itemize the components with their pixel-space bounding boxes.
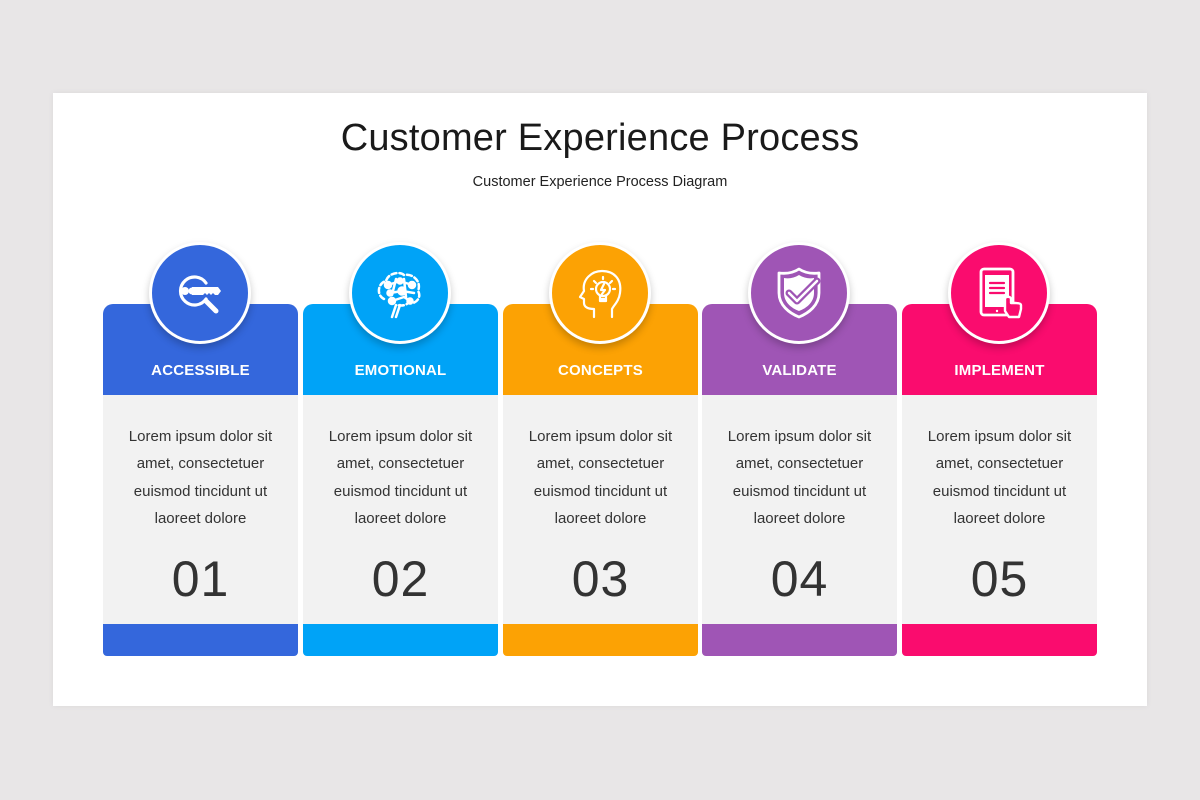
page-subtitle: Customer Experience Process Diagram [472,174,728,190]
icon-badge [748,242,850,344]
card-description: Lorem ipsum dolor sit amet, consectetuer… [927,428,1072,527]
step-number: 01 [171,551,230,607]
card-label: VALIDATE [762,362,837,379]
step-card-accessible: ACCESSIBLE Lorem ipsum dolor sit amet, c… [103,242,298,656]
key-search-icon [178,275,221,314]
step-card-emotional: EMOTIONAL Lorem ipsum dolor sit amet, co… [303,242,498,656]
card-label: IMPLEMENT [954,362,1045,379]
icon-badge [948,242,1050,344]
step-card-concepts: CONCEPTS Lorem ipsum dolor sit amet, con… [503,242,698,656]
card-footer-bar [103,624,298,656]
card-footer-bar [303,624,498,656]
card-footer-bar [902,624,1097,656]
card-body: Lorem ipsum dolor sit amet, consectetuer… [702,395,897,624]
step-number: 04 [770,551,829,607]
step-card-implement: IMPLEMENT Lorem ipsum dolor sit amet, co… [902,242,1097,656]
card-description: Lorem ipsum dolor sit amet, consectetuer… [128,428,273,527]
card-label: EMOTIONAL [354,362,447,379]
card-body: Lorem ipsum dolor sit amet, consectetuer… [902,395,1097,624]
brain-network-icon [377,271,421,319]
shield-check-icon [777,267,821,319]
page-title: Customer Experience Process [340,117,860,159]
card-label: ACCESSIBLE [151,362,250,379]
step-number: 03 [571,551,630,607]
icon-badge [549,242,651,344]
card-footer-bar [702,624,897,656]
card-body: Lorem ipsum dolor sit amet, consectetuer… [103,395,298,624]
step-card-validate: VALIDATE Lorem ipsum dolor sit amet, con… [702,242,897,656]
card-description: Lorem ipsum dolor sit amet, consectetuer… [727,428,872,527]
card-body: Lorem ipsum dolor sit amet, consectetuer… [503,395,698,624]
icon-badge [349,242,451,344]
tablet-touch-icon [979,267,1023,319]
card-label: CONCEPTS [558,362,643,379]
card-description: Lorem ipsum dolor sit amet, consectetuer… [528,428,673,527]
step-number: 05 [970,551,1029,607]
slide: Customer Experience Process Customer Exp… [53,93,1147,706]
icon-badge [149,242,251,344]
card-footer-bar [503,624,698,656]
head-lightbulb-icon [578,269,622,319]
card-header: EMOTIONAL [303,304,498,395]
step-number: 02 [371,551,430,607]
card-description: Lorem ipsum dolor sit amet, consectetuer… [328,428,473,527]
card-body: Lorem ipsum dolor sit amet, consectetuer… [303,395,498,624]
